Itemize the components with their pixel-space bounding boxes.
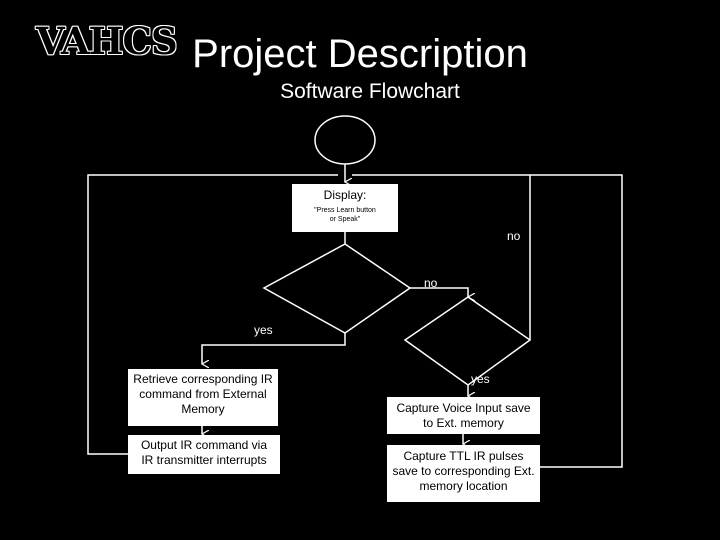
capture-voice-line1: Capture Voice Input save — [396, 401, 531, 415]
no-label-right: no — [507, 229, 521, 243]
retrieve-line3: Memory — [181, 402, 225, 416]
retrieve-line1: Retrieve corresponding IR — [133, 372, 273, 386]
output-line2: IR transmitter interrupts — [141, 453, 267, 467]
capture-ttl-box: Capture TTL IR pulses save to correspond… — [387, 445, 540, 502]
output-line1: Output IR command via — [140, 438, 268, 452]
display-message-line1: "Press Learn button — [314, 207, 376, 214]
slide-subtitle: Software Flowchart — [280, 80, 460, 103]
decision-diamond-2 — [403, 296, 532, 386]
display-box: Display: "Press Learn button or Speak" — [292, 184, 398, 232]
capture-ttl-line3: memory location — [419, 479, 508, 493]
left-loop-line — [87, 174, 338, 455]
slide-title-text: Project Description — [192, 32, 528, 76]
right-loop-line — [352, 174, 623, 468]
yes-label-right: yes — [471, 372, 490, 386]
capture-voice-line2: to Ext. memory — [423, 416, 504, 430]
display-message-line2: or Speak" — [329, 216, 361, 223]
yes-label-left: yes — [254, 323, 273, 337]
slide-title: Project Description — [0, 30, 720, 78]
start-terminal — [314, 115, 376, 165]
display-heading: Display: — [323, 188, 367, 202]
capture-voice-box: Capture Voice Input save to Ext. memory — [387, 397, 540, 434]
decision1-no-line — [410, 287, 468, 297]
retrieve-ir-box: Retrieve corresponding IR command from E… — [128, 369, 278, 426]
output-ir-box: Output IR command via IR transmitter int… — [128, 435, 280, 474]
retrieve-line2: command from External — [139, 387, 267, 401]
decision1-yes-line — [202, 333, 346, 364]
capture-ttl-line1: Capture TTL IR pulses — [403, 449, 524, 463]
no-label-middle: no — [424, 276, 438, 290]
capture-ttl-line2: save to corresponding Ext. — [392, 464, 535, 478]
decision-diamond-1 — [262, 243, 412, 334]
